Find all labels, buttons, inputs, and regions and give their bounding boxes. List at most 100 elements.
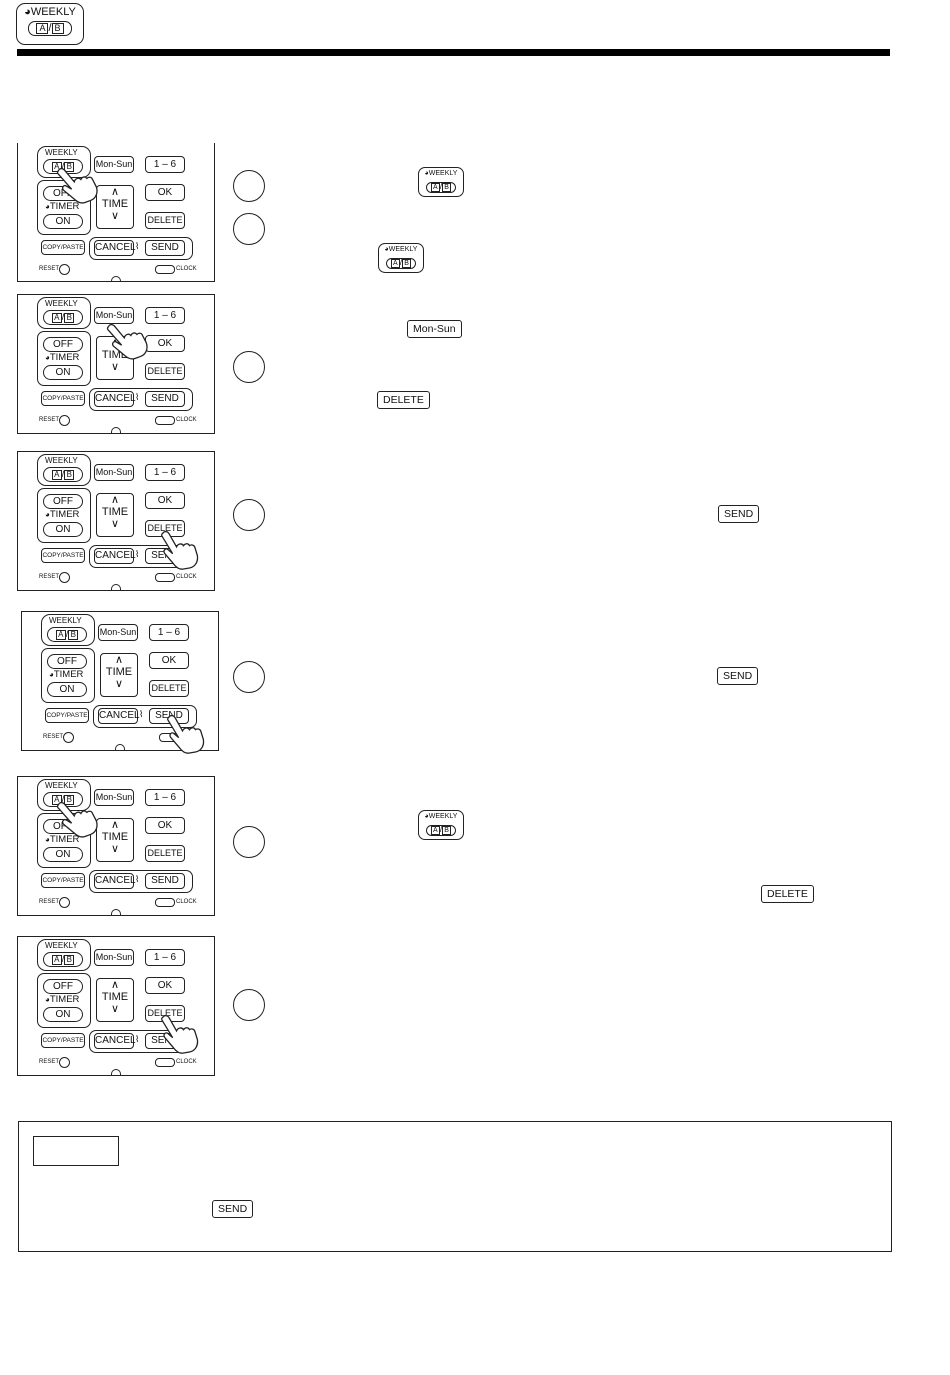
inline-weekly-title: ◕WEEKLY [419,170,463,177]
clock-button[interactable] [155,416,175,425]
timer-label: ◕TIMER [45,834,79,845]
reset-button[interactable] [59,264,70,275]
copy-paste-button[interactable]: COPY/PASTE [41,873,85,888]
one-to-six-button[interactable]: 1 – 6 [145,307,185,324]
mon-sun-button[interactable]: Mon-Sun [94,464,134,481]
cancel-button[interactable]: CANCEL [94,1033,136,1049]
reset-button[interactable] [59,897,70,908]
pointing-hand-icon [106,323,148,360]
on-button[interactable]: ON [43,847,83,862]
timer-clock-icon: ◕ [45,510,50,519]
ok-button[interactable]: OK [145,492,185,509]
clock-button[interactable] [155,898,175,907]
time-up-icon[interactable]: ∧ [110,979,120,991]
delete-button[interactable]: DELETE [149,680,189,697]
clock-button[interactable] [155,1058,175,1067]
remote-weekly-label: WEEKLY [45,941,78,950]
off-button[interactable]: OFF [47,654,87,669]
clock-button[interactable] [155,265,175,274]
reset-label: RESET [39,417,60,423]
off-button[interactable]: OFF [43,979,83,994]
time-adjust-button[interactable]: ∧TIME∨ [100,653,138,697]
mon-sun-button[interactable]: Mon-Sun [94,789,134,806]
weekly-group [37,454,91,486]
delete-button[interactable]: DELETE [145,212,185,229]
send-button[interactable]: SEND [145,873,185,889]
time-up-icon[interactable]: ∧ [110,186,120,198]
off-button[interactable]: OFF [43,337,83,352]
one-to-six-button[interactable]: 1 – 6 [149,624,189,641]
weekly-ab-button[interactable]: A/B [43,310,83,325]
time-down-icon[interactable]: ∨ [110,1003,120,1015]
weekly-label: WEEKLY [30,6,76,18]
mon-sun-button[interactable]: Mon-Sun [94,307,134,324]
delete-button[interactable]: DELETE [145,845,185,862]
on-button[interactable]: ON [47,682,87,697]
bottom-notch [111,584,121,590]
reset-button[interactable] [59,415,70,426]
cancel-button[interactable]: CANCEL [94,548,136,564]
weekly-ab-button-icon: ◕WEEKLY A/B [16,3,84,45]
time-label: TIME [101,198,129,210]
time-down-icon[interactable]: ∨ [110,843,120,855]
timer-label-text: TIMER [53,669,84,680]
one-to-six-button[interactable]: 1 – 6 [145,949,185,966]
ok-button[interactable]: OK [145,335,185,352]
time-down-icon[interactable]: ∨ [110,361,120,373]
reset-button[interactable] [63,732,74,743]
time-down-icon[interactable]: ∨ [114,678,124,690]
cancel-button[interactable]: CANCEL [94,240,136,256]
send-button[interactable]: SEND [145,240,185,256]
copy-paste-button[interactable]: COPY/PASTE [41,240,85,255]
b-label: B [442,826,452,835]
ok-button[interactable]: OK [145,817,185,834]
time-adjust-button[interactable]: ∧TIME∨ [96,185,134,229]
clock-button[interactable] [155,573,175,582]
delete-button[interactable]: DELETE [145,363,185,380]
header-rule [17,49,890,56]
on-button[interactable]: ON [43,214,83,229]
time-adjust-button[interactable]: ∧TIME∨ [96,493,134,537]
cancel-button[interactable]: CANCEL [98,708,140,724]
timer-group [37,331,91,386]
ok-button[interactable]: OK [149,652,189,669]
one-to-six-button[interactable]: 1 – 6 [145,156,185,173]
reset-button[interactable] [59,572,70,583]
time-adjust-button[interactable]: ∧TIME∨ [96,818,134,862]
copy-paste-button[interactable]: COPY/PASTE [45,708,89,723]
weekly-ab-button[interactable]: A/B [47,627,87,642]
on-button[interactable]: ON [43,522,83,537]
reset-button[interactable] [59,1057,70,1068]
copy-paste-button[interactable]: COPY/PASTE [41,548,85,563]
on-button[interactable]: ON [43,1007,83,1022]
time-down-icon[interactable]: ∨ [110,210,120,222]
one-to-six-button[interactable]: 1 – 6 [145,464,185,481]
weekly-ab-button[interactable]: A/B [43,467,83,482]
time-up-icon[interactable]: ∧ [110,819,120,831]
one-to-six-button[interactable]: 1 – 6 [145,789,185,806]
copy-paste-button[interactable]: COPY/PASTE [41,391,85,406]
copy-paste-button[interactable]: COPY/PASTE [41,1033,85,1048]
ok-button[interactable]: OK [145,977,185,994]
time-up-icon[interactable]: ∧ [114,654,124,666]
send-button[interactable]: SEND [145,391,185,407]
mon-sun-button[interactable]: Mon-Sun [94,949,134,966]
time-up-icon[interactable]: ∧ [110,494,120,506]
cancel-send-group [93,705,197,728]
cancel-button[interactable]: CANCEL [94,391,136,407]
inline-ab: A/B [425,182,457,193]
cancel-button[interactable]: CANCEL [94,873,136,889]
mon-sun-button[interactable]: Mon-Sun [94,156,134,173]
b-label: B [402,259,412,268]
mon-sun-button[interactable]: Mon-Sun [98,624,138,641]
time-down-icon[interactable]: ∨ [110,518,120,530]
on-button[interactable]: ON [43,365,83,380]
off-button[interactable]: OFF [43,494,83,509]
weekly-ab-button[interactable]: A/B [43,952,83,967]
ok-button[interactable]: OK [145,184,185,201]
time-adjust-button[interactable]: ∧TIME∨ [96,978,134,1022]
b-label: B [51,23,64,34]
reset-label: RESET [39,1059,60,1065]
